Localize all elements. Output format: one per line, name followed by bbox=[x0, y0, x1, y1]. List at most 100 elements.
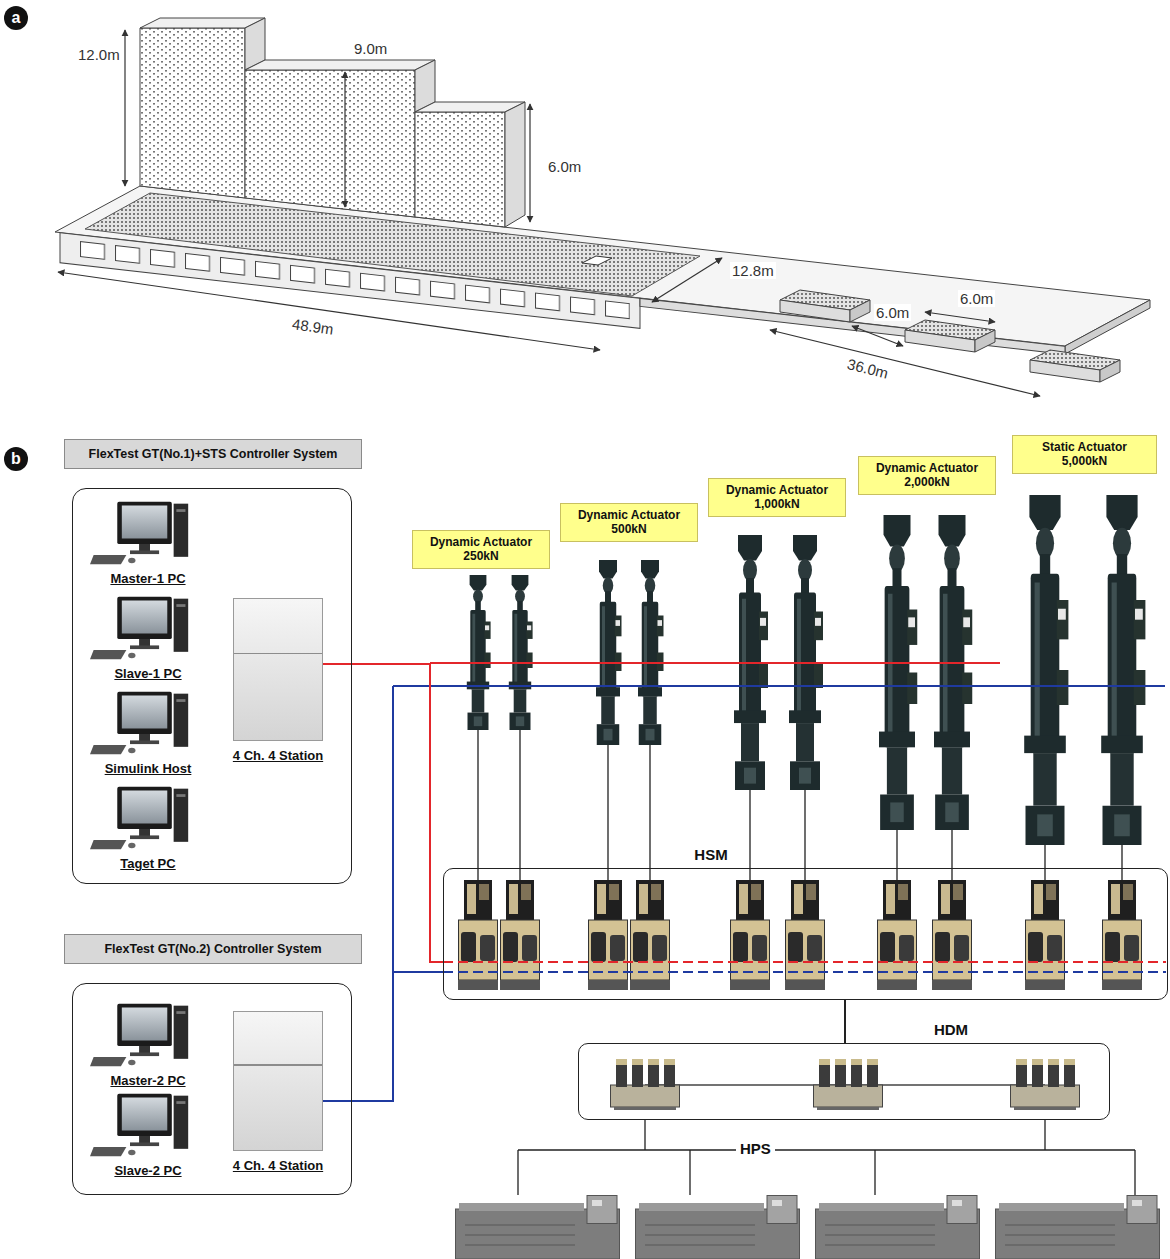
dimension-line bbox=[852, 326, 903, 346]
label-anchor: 36.0m bbox=[845, 360, 891, 377]
servo-manifold bbox=[500, 880, 540, 990]
servo-manifold bbox=[630, 880, 670, 990]
distribution-manifold bbox=[1011, 1059, 1080, 1110]
cabinet-caption: 4 Ch. 4 Station bbox=[233, 1158, 323, 1173]
dimension-line bbox=[124, 30, 125, 186]
controller-1-line bbox=[443, 961, 1166, 963]
pump-unit bbox=[816, 1196, 980, 1259]
strong-floor-slab bbox=[55, 186, 1150, 346]
label-anchor: 6.0m bbox=[958, 290, 995, 307]
servo-manifold bbox=[730, 880, 770, 990]
pit-side bbox=[1100, 360, 1120, 382]
module-heading: HSM bbox=[681, 845, 741, 865]
actuator-tag: Dynamic Actuator 1,000kN bbox=[708, 478, 846, 517]
test-facility bbox=[55, 18, 1150, 396]
dimension-line bbox=[652, 258, 722, 302]
pc-station: Master-1 PC bbox=[83, 499, 213, 591]
module-heading: HDM bbox=[921, 1020, 981, 1040]
reaction-wall bbox=[245, 70, 415, 217]
actuator bbox=[934, 515, 972, 830]
actuator bbox=[1024, 495, 1068, 845]
distribution-manifold bbox=[611, 1059, 680, 1110]
signal-line bbox=[323, 972, 443, 1101]
actuator bbox=[509, 575, 533, 730]
dimension: 48.9m bbox=[289, 315, 337, 338]
controller-2-line bbox=[443, 971, 1166, 973]
label-anchor: 48.9m bbox=[290, 318, 336, 335]
panel-letter: a bbox=[4, 6, 28, 30]
pit-front bbox=[780, 300, 850, 322]
actuator-label: Static Actuator 5,000kN bbox=[1019, 440, 1150, 469]
servo-manifold bbox=[785, 880, 825, 990]
pit-side bbox=[975, 330, 995, 352]
servo-manifold bbox=[877, 880, 917, 990]
signal-line bbox=[323, 664, 443, 962]
actuator-tag: Dynamic Actuator 250kN bbox=[412, 530, 550, 569]
module-frame: HDM bbox=[578, 1043, 1110, 1120]
group-name: HPS bbox=[736, 1140, 775, 1157]
actuator-label: Dynamic Actuator 2,000kN bbox=[865, 461, 989, 490]
pc-station: Taget PC bbox=[83, 784, 213, 876]
dimension: 6.0m bbox=[958, 290, 995, 307]
slab-edge bbox=[1065, 300, 1150, 354]
label-anchor: 9.0m bbox=[352, 40, 389, 57]
pc-station: Simulink Host bbox=[83, 689, 213, 781]
pc-station: Slave-1 PC bbox=[83, 594, 213, 686]
pc-caption: Master-2 PC bbox=[83, 1073, 213, 1088]
controller-panel: FlexTest GT(No.1)+STS Controller SystemM… bbox=[72, 488, 352, 884]
servo-manifold bbox=[932, 880, 972, 990]
dimension-lines bbox=[58, 30, 1040, 396]
pc-caption: Taget PC bbox=[83, 856, 213, 871]
label-anchor: b bbox=[4, 447, 28, 471]
dimension: 12.0m bbox=[76, 46, 122, 63]
pump-unit bbox=[996, 1196, 1160, 1259]
servo-manifold bbox=[1025, 880, 1065, 990]
reaction-wall bbox=[415, 112, 505, 227]
label-anchor: HPS bbox=[736, 1140, 775, 1157]
wall-top bbox=[245, 60, 435, 70]
cabinet-caption: 4 Ch. 4 Station bbox=[233, 748, 323, 763]
actuator bbox=[1101, 495, 1145, 845]
pc-icon bbox=[90, 597, 188, 659]
pump-unit bbox=[456, 1196, 620, 1259]
pump-unit bbox=[636, 1196, 800, 1259]
dimension-line bbox=[344, 72, 345, 207]
pc-icon bbox=[90, 787, 188, 849]
pc-caption: Master-1 PC bbox=[83, 571, 213, 586]
pc-icon bbox=[90, 1004, 188, 1066]
controller-cabinet: 4 Ch. 4 Station bbox=[233, 1011, 323, 1151]
actuator-system bbox=[90, 495, 1166, 1259]
pit-front bbox=[1030, 360, 1100, 382]
actuator bbox=[467, 575, 491, 730]
label-anchor: 6.0m bbox=[546, 158, 583, 175]
signal-line bbox=[844, 1000, 846, 1043]
controller-1-line bbox=[430, 662, 1000, 664]
supply-lines bbox=[518, 1120, 1135, 1195]
reaction-wall bbox=[140, 28, 245, 198]
pc-caption: Slave-2 PC bbox=[83, 1163, 213, 1178]
actuator-label: Dynamic Actuator 500kN bbox=[567, 508, 691, 537]
panel-heading: FlexTest GT(No.2) Controller System bbox=[64, 934, 362, 964]
pc-icon bbox=[90, 1094, 188, 1156]
label-anchor: a bbox=[4, 6, 28, 30]
label-anchor: 12.0m bbox=[76, 46, 122, 63]
dimension-line bbox=[770, 330, 1040, 396]
dimension: 6.0m bbox=[546, 158, 583, 175]
floor-hatch bbox=[582, 256, 612, 265]
actuator-label: Dynamic Actuator 1,000kN bbox=[715, 483, 839, 512]
pc-station: Master-2 PC bbox=[83, 1001, 213, 1093]
actuator bbox=[879, 515, 917, 830]
dimension: 9.0m bbox=[352, 40, 389, 57]
dimension-line bbox=[529, 104, 530, 222]
controller-panel: FlexTest GT(No.2) Controller SystemMaste… bbox=[72, 983, 352, 1195]
wall-side bbox=[505, 102, 525, 227]
servo-manifold bbox=[1102, 880, 1142, 990]
actuator-tag: Dynamic Actuator 2,000kN bbox=[858, 456, 996, 495]
dimension: 12.8m bbox=[730, 262, 776, 279]
servo-manifold bbox=[588, 880, 628, 990]
pc-caption: Simulink Host bbox=[83, 761, 213, 776]
